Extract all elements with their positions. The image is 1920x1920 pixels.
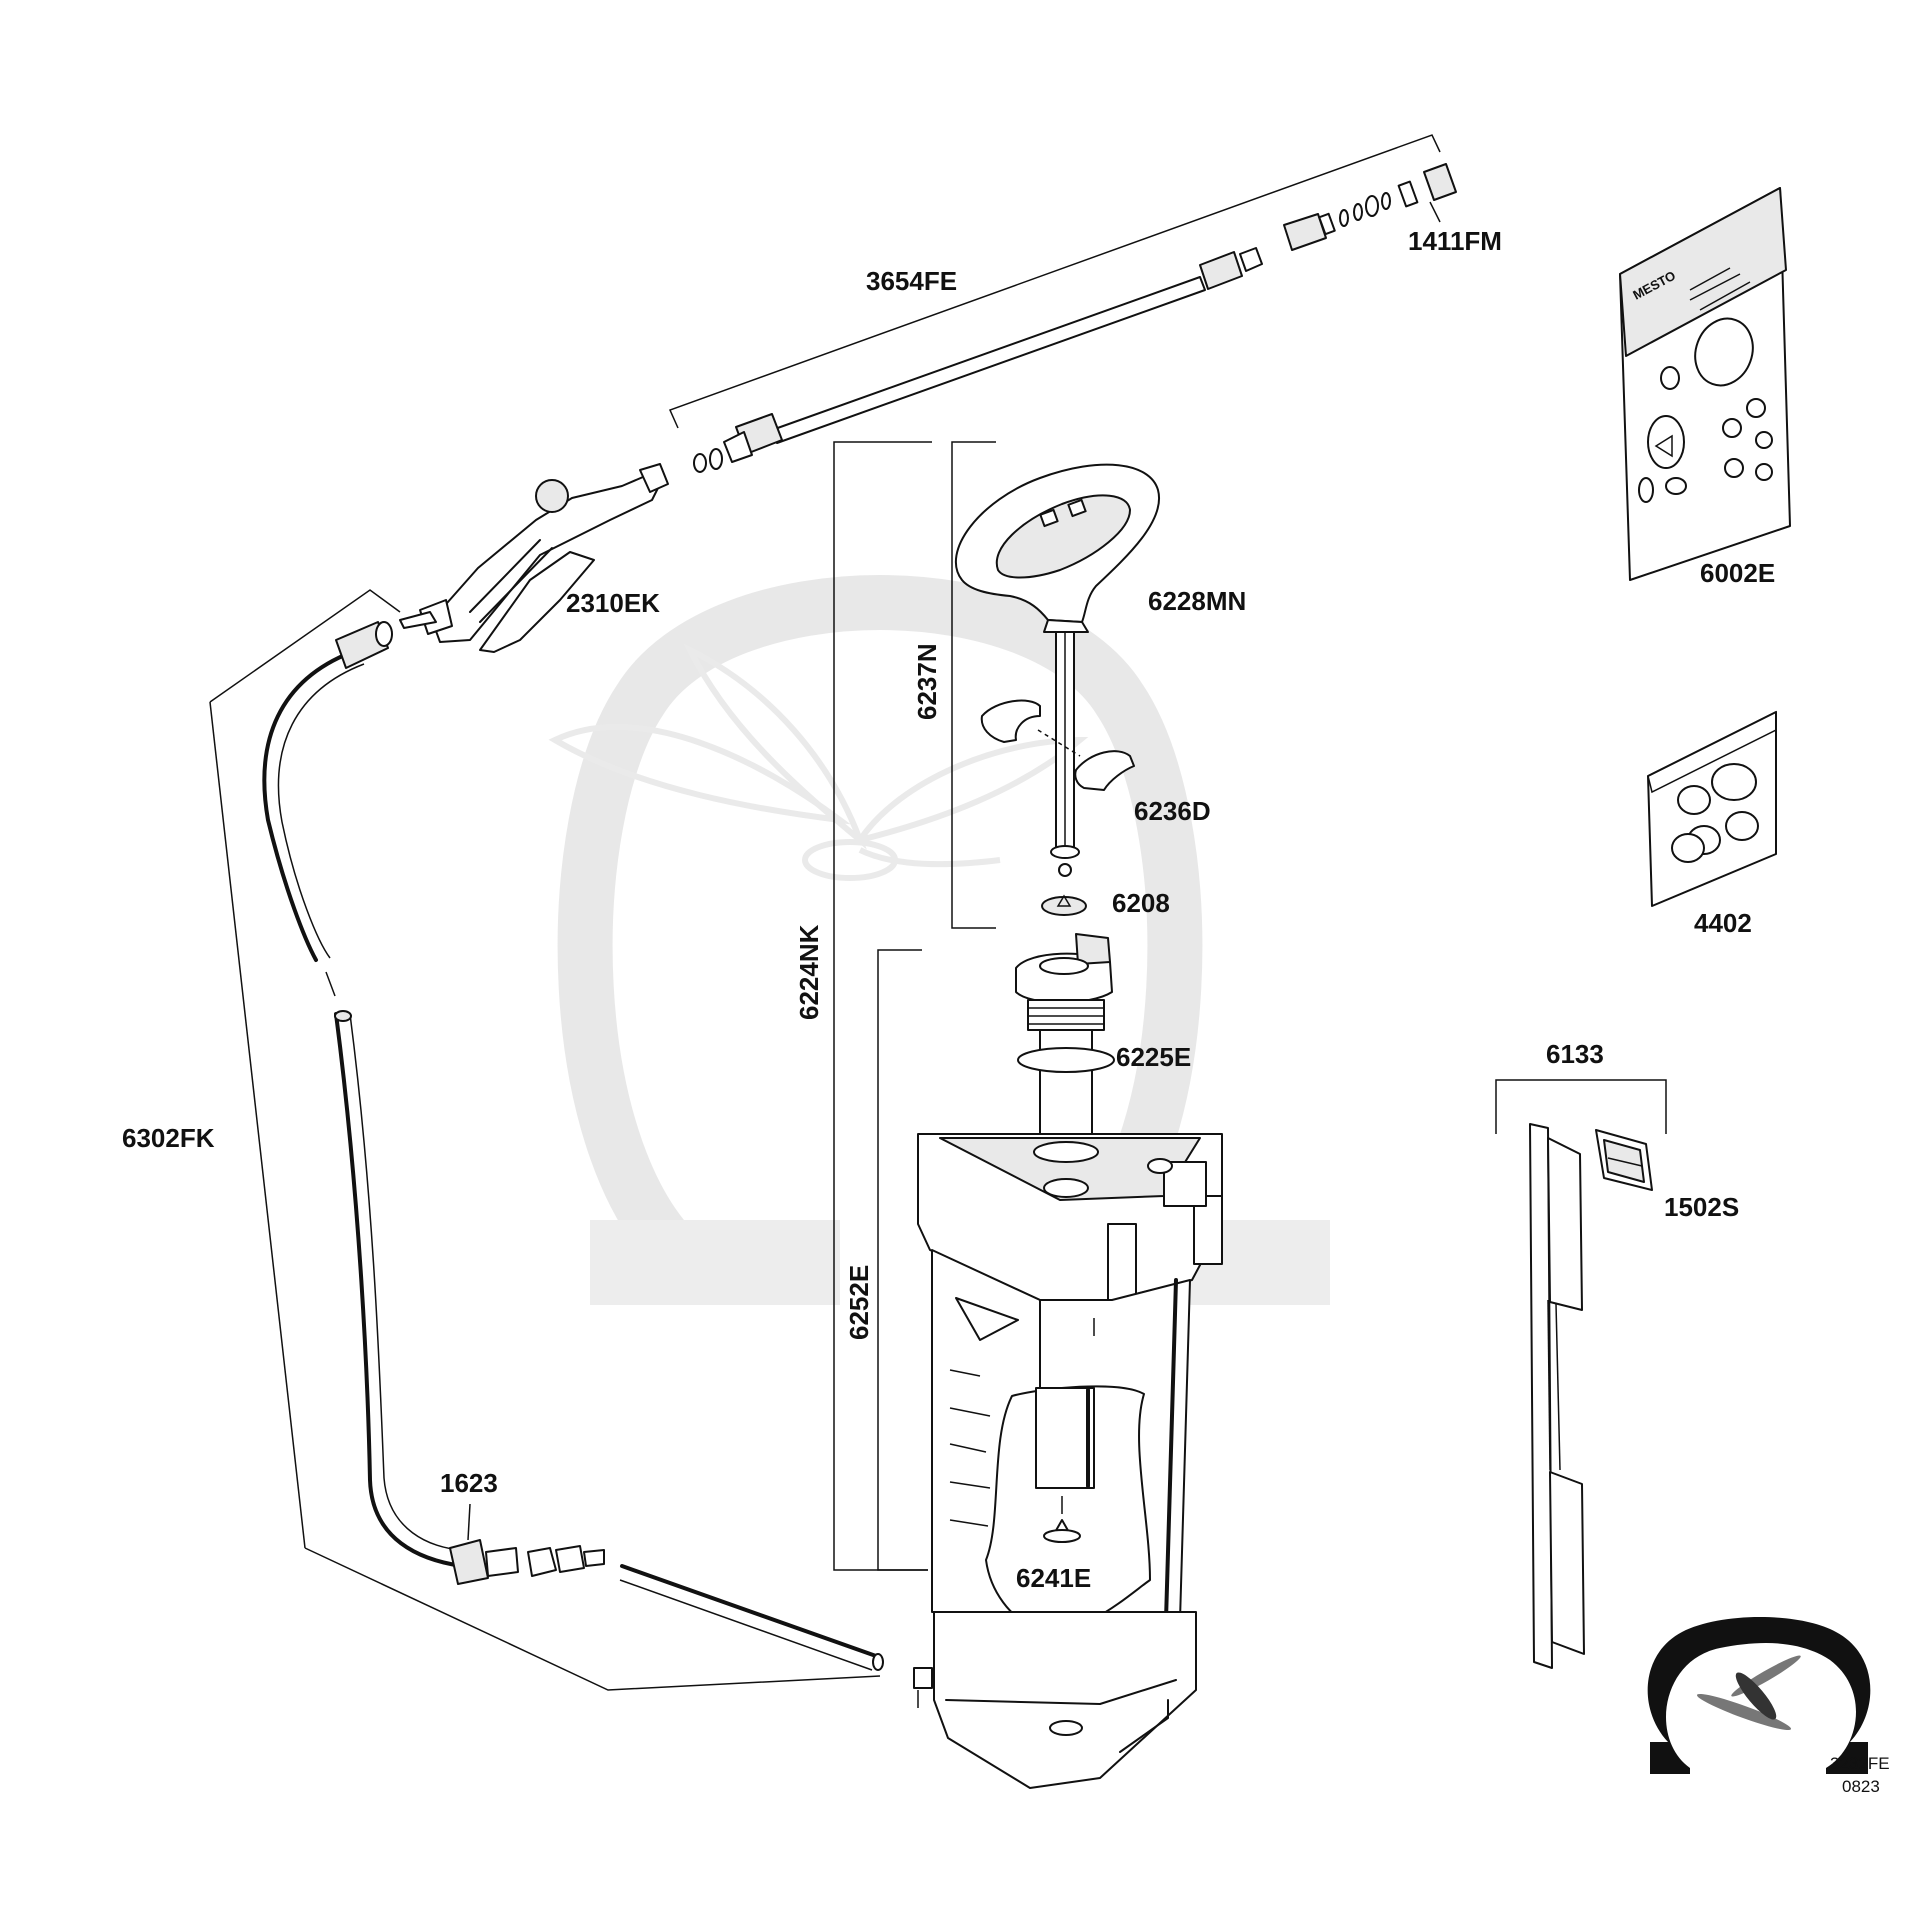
label-o-ring: 6225E xyxy=(1116,1042,1191,1072)
document-revision: 0823 xyxy=(1842,1777,1880,1796)
seal-kit-6002e: MESTO 6002E xyxy=(1619,187,1791,588)
label-lance: 3654FE xyxy=(866,266,957,296)
label-pump-cylinder: 6252E xyxy=(844,1265,874,1340)
pump-handle-6228mn: 6228MN xyxy=(955,463,1246,877)
document-code: 3232FE xyxy=(1830,1754,1890,1773)
label-spray-gun: 2310EK xyxy=(566,588,660,618)
valve-seal-6208: 6208 xyxy=(1041,888,1170,918)
label-hose: 6302FK xyxy=(122,1123,215,1153)
label-filter-pack: 4402 xyxy=(1694,908,1752,938)
label-bottom-valve: 6241E xyxy=(1016,1563,1091,1593)
label-pump-rod: 6237N xyxy=(912,643,942,720)
hose-connector-1623: 1623 xyxy=(440,1468,884,1671)
bottom-valve-6241e: 6241E xyxy=(1016,1496,1091,1593)
omega-dragonfly-logo xyxy=(1647,1617,1871,1774)
label-nozzle: 1411FM xyxy=(1408,226,1502,256)
lance-3654fe: 1411FM 3654FE xyxy=(668,134,1502,473)
strap-6133: 6133 xyxy=(1495,1039,1667,1669)
filter-pack-4402: 4402 xyxy=(1647,710,1777,938)
label-handle: 6228MN xyxy=(1148,586,1246,616)
spray-gun-2310ek: 2310EK xyxy=(399,463,669,653)
assembly-brackets: 6224NK 6237N 6252E xyxy=(794,441,996,1571)
hose-6302fk: 6302FK xyxy=(122,589,881,1691)
label-strap: 6133 xyxy=(1546,1039,1604,1069)
label-pump-assembly: 6224NK xyxy=(794,924,824,1020)
strap-buckle-1502s: 1502S xyxy=(1595,1129,1739,1222)
label-valve-seal: 6208 xyxy=(1112,888,1170,918)
label-hose-connector: 1623 xyxy=(440,1468,498,1498)
label-strap-buckle: 1502S xyxy=(1664,1192,1739,1222)
label-pump-clips: 6236D xyxy=(1134,796,1211,826)
sprayer-tank xyxy=(913,1133,1223,1789)
pump-clips-6236d: 6236D xyxy=(980,699,1211,826)
label-seal-kit: 6002E xyxy=(1700,558,1775,588)
